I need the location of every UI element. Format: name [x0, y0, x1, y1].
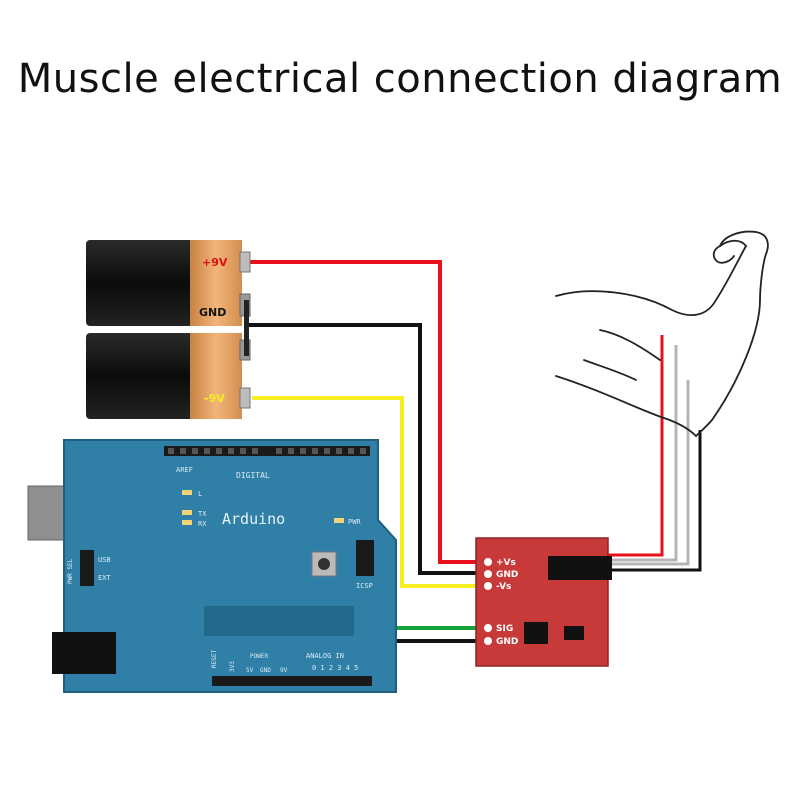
pwr-sel-label: PWR SEL	[67, 558, 74, 584]
usb-label: USB	[98, 556, 111, 564]
battery-top: +9V GND	[86, 240, 251, 326]
pin-5v-label: 5V	[246, 667, 254, 674]
l-led-label: L	[198, 490, 202, 498]
arduino-logo-text: Arduino	[222, 510, 285, 528]
yellow-wire-negative-9v	[252, 396, 484, 588]
flexed-arm-icon	[555, 230, 769, 437]
pwr-led-label: PWR	[348, 518, 361, 526]
icsp-header	[356, 540, 374, 576]
sensor-vs-minus-label: -Vs	[496, 582, 511, 592]
battery-jumper	[244, 300, 249, 356]
pin-gnd-label: GND	[260, 667, 271, 674]
ext-label: EXT	[98, 574, 111, 582]
electrode-cable-gray-2	[608, 345, 678, 562]
electrode-cable-red	[608, 335, 664, 557]
digital-header	[164, 446, 370, 456]
analog-pins-label: 0 1 2 3 4 5	[312, 664, 358, 672]
electrode-jack	[548, 556, 612, 580]
power-label: POWER	[250, 653, 268, 660]
pin-3v3-label: 3V3	[229, 661, 236, 672]
battery-positive-label: +9V	[202, 256, 228, 269]
diagram-title: Muscle electrical connection diagram	[17, 56, 783, 102]
tx-label: TX	[198, 510, 207, 518]
sensor-gnd-bottom-label: GND	[496, 637, 518, 647]
red-wire-positive-9v	[250, 260, 484, 564]
emg-sensor-board: +Vs GND -Vs SIG GND	[475, 537, 612, 667]
reset-label: RESET	[211, 650, 218, 668]
aref-label: AREF	[176, 466, 193, 474]
icsp-label: ICSP	[356, 582, 373, 590]
electrode-cable-gray-1	[608, 380, 690, 566]
electrode-cable-black	[608, 430, 702, 572]
power-jack	[52, 632, 116, 674]
sensor-vs-plus-label: +Vs	[496, 558, 516, 568]
battery-bottom: -9V	[86, 333, 251, 419]
rx-label: RX	[198, 520, 207, 528]
pin-9v-label: 9V	[280, 667, 288, 674]
arduino-board: AREF DIGITAL L TX RX Arduino PWR PWR SEL…	[27, 439, 397, 693]
sensor-gnd-top-label: GND	[496, 570, 518, 580]
battery-gnd-label: GND	[199, 306, 226, 319]
battery-negative-label: -9V	[204, 392, 225, 405]
digital-label: DIGITAL	[236, 471, 270, 480]
analog-in-label: ANALOG IN	[306, 652, 344, 660]
microcontroller-chip	[204, 606, 354, 636]
power-analog-header	[212, 676, 372, 686]
black-wire-battery-gnd	[248, 323, 484, 575]
sensor-sig-label: SIG	[496, 624, 513, 634]
